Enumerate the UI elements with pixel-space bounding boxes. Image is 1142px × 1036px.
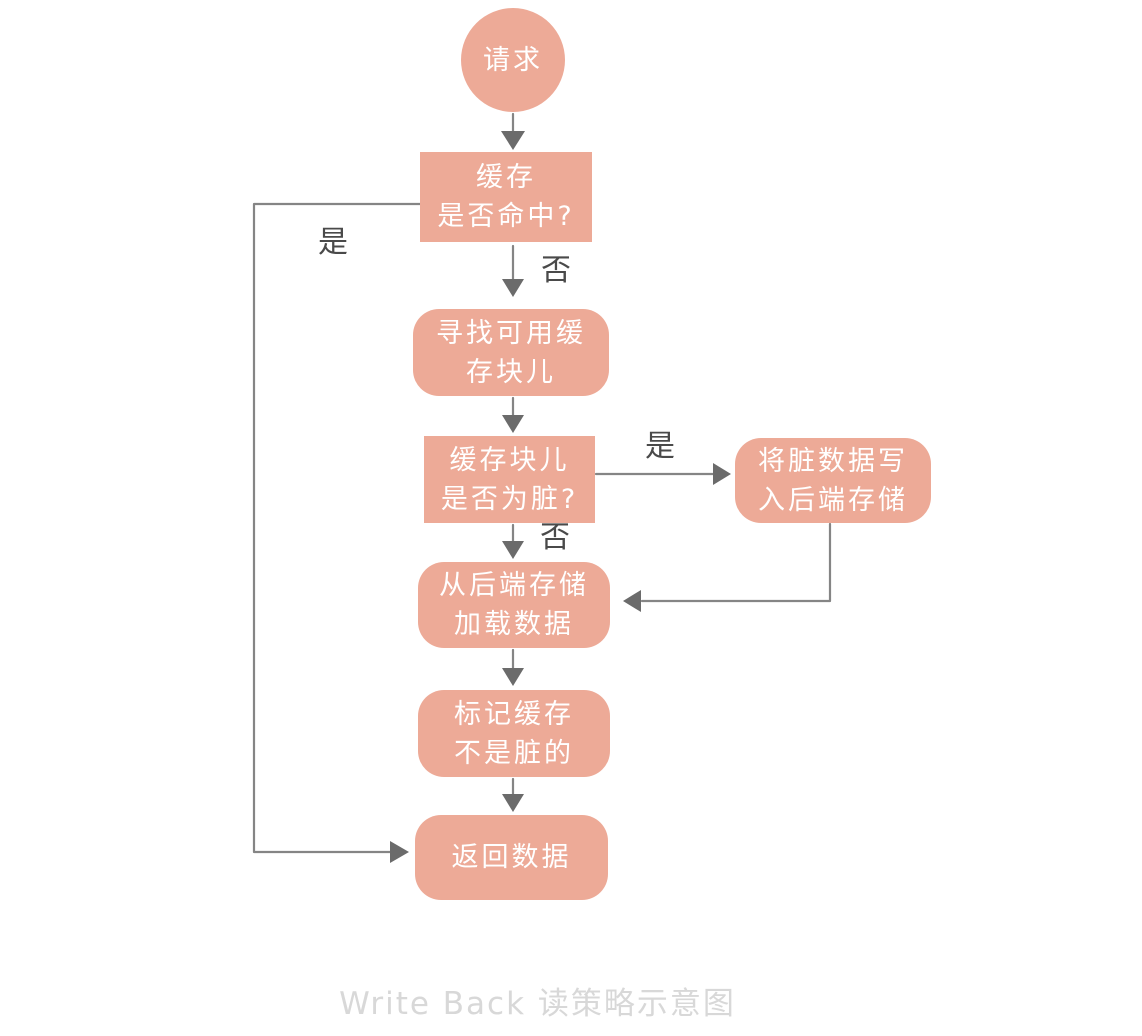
arrowhead-down-icon — [502, 668, 524, 686]
node-write-dirty-label: 将脏数据写 入后端存储 — [758, 445, 908, 516]
arrowhead-down-icon — [502, 279, 524, 297]
arrowhead-down-icon — [502, 541, 524, 559]
node-find-block: 寻找可用缓 存块儿 — [413, 309, 609, 396]
node-return-data: 返回数据 — [415, 815, 608, 900]
edge-label-cache-hit-no: 否 — [541, 253, 571, 288]
node-return-data-label: 返回数据 — [451, 842, 572, 873]
node-request: 请求 — [461, 8, 565, 112]
node-mark-clean: 标记缓存 不是脏的 — [418, 690, 610, 777]
node-request-label: 请求 — [483, 44, 543, 76]
diagram-caption: Write Back 读策略示意图 — [339, 986, 736, 1022]
node-write-dirty: 将脏数据写 入后端存储 — [735, 438, 931, 523]
edge-label-dirty-no: 否 — [540, 520, 570, 555]
arrowhead-down-icon — [501, 131, 525, 150]
edge-request-to-cache-hit — [501, 112, 525, 150]
arrowhead-down-icon — [502, 415, 524, 433]
edge-label-dirty-yes: 是 — [645, 429, 675, 464]
edge-mark-clean-to-return-data — [502, 777, 524, 812]
edge-cache-hit-to-find-block — [502, 244, 524, 297]
edge-is-dirty-to-load-data — [502, 523, 524, 559]
arrowhead-right-icon — [390, 841, 409, 863]
arrowhead-down-icon — [502, 794, 524, 812]
edge-line — [252, 202, 422, 854]
arrowhead-right-icon — [713, 463, 731, 485]
edge-find-block-to-is-dirty — [502, 396, 524, 433]
edge-label-cache-hit-yes: 是 — [318, 225, 348, 260]
arrowhead-left-icon — [623, 590, 641, 612]
edge-is-dirty-to-write-dirty — [594, 463, 731, 485]
node-is-dirty: 缓存块儿 是否为脏? — [424, 436, 595, 523]
node-cache-hit-label: 缓存 是否命中? — [437, 162, 575, 232]
node-find-block-label: 寻找可用缓 存块儿 — [436, 317, 586, 388]
node-cache-hit: 缓存 是否命中? — [420, 152, 592, 242]
node-load-data-label: 从后端存储 加载数据 — [439, 570, 589, 640]
edge-cache-hit-to-return-data — [252, 202, 422, 863]
node-mark-clean-label: 标记缓存 不是脏的 — [454, 698, 574, 769]
edge-load-data-to-mark-clean — [502, 648, 524, 686]
edge-write-dirty-to-load-data — [623, 522, 832, 612]
node-load-data: 从后端存储 加载数据 — [418, 562, 610, 648]
node-is-dirty-label: 缓存块儿 是否为脏? — [440, 444, 579, 515]
edge-line — [640, 522, 832, 603]
